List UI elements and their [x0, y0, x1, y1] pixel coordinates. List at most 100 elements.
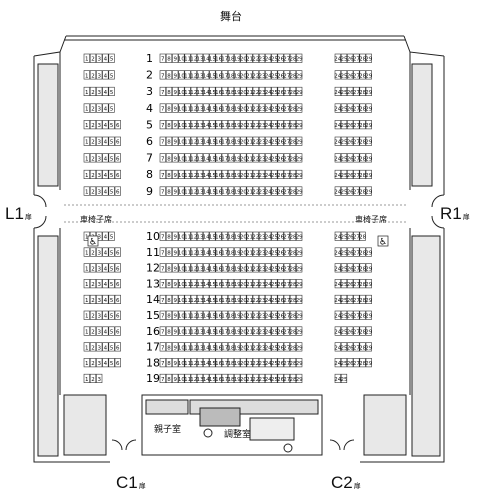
svg-text:12: 12 [190, 266, 197, 272]
svg-text:27: 27 [353, 314, 360, 320]
svg-text:27: 27 [283, 266, 290, 272]
svg-text:17: 17 [221, 330, 228, 336]
svg-text:28: 28 [359, 90, 366, 96]
seat: 10 [178, 310, 185, 320]
svg-text:12: 12 [190, 282, 197, 288]
seat: 16 [215, 279, 223, 289]
svg-text:14: 14 [203, 73, 210, 79]
seat: 24 [334, 358, 342, 368]
svg-text:16: 16 [215, 107, 222, 113]
svg-text:19: 19 [234, 266, 241, 272]
svg-text:14: 14 [203, 90, 210, 96]
seat: 11 [184, 326, 191, 336]
wheelchair-icon: ♿ [377, 235, 389, 248]
svg-text:19: 19 [234, 190, 241, 196]
svg-text:24: 24 [265, 57, 272, 63]
seat: 24 [334, 153, 342, 163]
seat: 4 [102, 310, 109, 320]
seat: 13 [197, 294, 204, 305]
svg-text:9: 9 [173, 235, 177, 241]
seat: 12 [190, 263, 197, 273]
svg-text:12: 12 [190, 235, 197, 241]
svg-text:17: 17 [221, 314, 228, 320]
svg-text:9: 9 [173, 173, 177, 179]
seat: 25 [341, 153, 348, 163]
svg-text:18: 18 [228, 266, 235, 272]
svg-text:19: 19 [234, 282, 241, 288]
svg-text:12: 12 [190, 123, 197, 129]
seat: 19 [234, 263, 241, 273]
seat: 5 [108, 342, 115, 352]
seat: 6 [114, 326, 121, 336]
seat: 21 [246, 70, 253, 80]
svg-text:28: 28 [359, 282, 366, 288]
svg-text:11: 11 [184, 156, 191, 162]
svg-text:23: 23 [259, 173, 266, 179]
seat: 13 [197, 136, 204, 146]
svg-text:27: 27 [353, 57, 360, 63]
seat: 13 [197, 279, 204, 289]
seat: 26 [277, 231, 285, 241]
svg-text:4: 4 [104, 90, 108, 96]
seat: 27 [283, 186, 291, 196]
seat: 19 [234, 231, 241, 241]
svg-text:24: 24 [334, 361, 341, 367]
seat: 25 [271, 70, 278, 80]
seat: 3 [96, 53, 103, 63]
svg-text:25: 25 [341, 73, 348, 79]
seat: 3 [96, 342, 103, 352]
seat: 4 [102, 103, 109, 113]
svg-text:17: 17 [221, 123, 228, 129]
seat: 15 [209, 120, 216, 130]
svg-text:11: 11 [184, 57, 191, 63]
seat: 8 [165, 294, 173, 305]
svg-text:3: 3 [97, 173, 101, 179]
svg-text:22: 22 [252, 314, 259, 320]
seat: 19 [234, 342, 241, 352]
seat: 21 [246, 53, 253, 63]
seat: 22 [252, 70, 259, 80]
svg-text:25: 25 [341, 107, 348, 113]
seat: 10 [178, 279, 185, 289]
svg-text:13: 13 [197, 345, 204, 351]
svg-text:29: 29 [296, 107, 303, 113]
svg-text:7: 7 [161, 377, 165, 383]
svg-text:18: 18 [228, 330, 235, 336]
svg-text:29: 29 [365, 282, 372, 288]
svg-text:29: 29 [365, 156, 372, 162]
seat: 4 [102, 169, 109, 179]
seat: 26 [347, 186, 354, 196]
seat: 29 [365, 70, 373, 80]
seat: 13 [197, 310, 204, 320]
svg-text:19: 19 [234, 57, 241, 63]
svg-text:20: 20 [240, 361, 247, 367]
svg-text:22: 22 [252, 156, 259, 162]
svg-text:25: 25 [341, 90, 348, 96]
seat: 14 [203, 294, 210, 305]
seat: 2 [89, 294, 97, 305]
seat: 8 [165, 53, 173, 63]
seat: 1 [83, 120, 90, 130]
svg-text:26: 26 [277, 377, 284, 383]
svg-text:22: 22 [252, 57, 259, 63]
seat: 23 [259, 53, 266, 63]
svg-text:26: 26 [347, 190, 354, 196]
svg-text:27: 27 [283, 345, 290, 351]
svg-text:29: 29 [296, 57, 303, 63]
svg-text:29: 29 [296, 282, 303, 288]
seat: 1 [83, 279, 90, 289]
seat: 10 [178, 294, 185, 305]
seat: 17 [221, 153, 229, 163]
seat: 7 [159, 358, 166, 368]
svg-text:2: 2 [91, 361, 95, 367]
svg-text:28: 28 [359, 156, 366, 162]
seat: 5 [108, 279, 115, 289]
svg-text:4: 4 [104, 282, 108, 288]
seat: 12 [190, 279, 197, 289]
svg-text:8: 8 [167, 282, 171, 288]
svg-text:23: 23 [259, 140, 266, 146]
seat: 17 [221, 53, 229, 63]
svg-text:18: 18 [228, 298, 235, 304]
svg-text:16: 16 [215, 57, 222, 63]
